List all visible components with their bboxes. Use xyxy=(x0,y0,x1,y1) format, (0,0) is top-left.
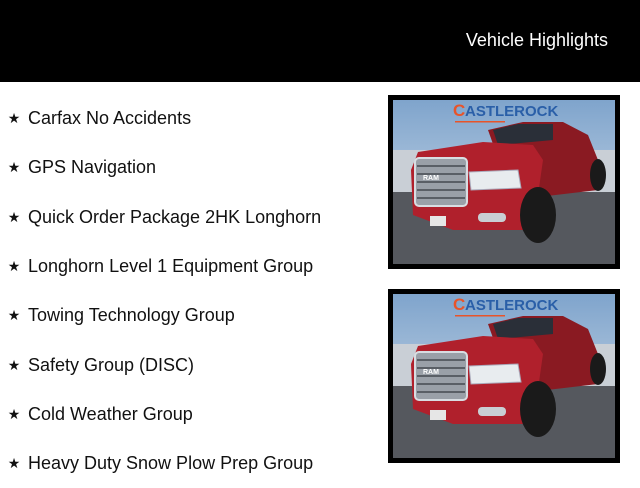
list-item: ★ Heavy Duty Snow Plow Prep Group xyxy=(0,439,321,488)
list-item: ★ Longhorn Level 1 Equipment Group xyxy=(0,242,321,291)
list-item: ★ Towing Technology Group xyxy=(0,291,321,340)
star-icon: ★ xyxy=(7,307,21,324)
highlight-label: GPS Navigation xyxy=(28,157,157,178)
star-icon: ★ xyxy=(7,455,21,472)
star-icon: ★ xyxy=(7,159,21,176)
list-item: ★ GPS Navigation xyxy=(0,143,321,192)
vehicle-photo[interactable]: C ASTLEROCK RAM xyxy=(388,95,620,269)
highlights-list: ★ Carfax No Accidents ★ GPS Navigation ★ Qu… xyxy=(0,94,321,488)
page-title: Vehicle Highlights xyxy=(465,30,608,50)
list-item: ★ Cold Weather Group xyxy=(0,390,321,439)
header-bar: Vehicle Highlights xyxy=(0,0,640,82)
list-item: ★ Carfax No Accidents xyxy=(0,94,321,143)
svg-text:ASTLEROCK: ASTLEROCK xyxy=(465,103,559,120)
highlight-label: Safety Group (DISC) xyxy=(28,354,195,375)
highlight-label: Quick Order Package 2HK Longhorn xyxy=(28,206,322,227)
star-icon: ★ xyxy=(7,405,21,422)
svg-text:C: C xyxy=(453,295,465,314)
svg-text:C: C xyxy=(453,101,465,120)
truck-image: C ASTLEROCK RAM xyxy=(393,294,615,458)
svg-text:RAM: RAM xyxy=(423,369,439,376)
svg-text:RAM: RAM xyxy=(423,175,439,182)
star-icon: ★ xyxy=(7,208,21,225)
star-icon: ★ xyxy=(7,258,21,275)
star-icon: ★ xyxy=(7,356,21,373)
highlight-label: Cold Weather Group xyxy=(28,403,193,424)
highlight-label: Carfax No Accidents xyxy=(28,108,192,129)
highlight-label: Towing Technology Group xyxy=(28,305,235,326)
highlight-label: Heavy Duty Snow Plow Prep Group xyxy=(28,453,314,474)
truck-image: C ASTLEROCK RAM xyxy=(393,100,615,264)
svg-text:ASTLEROCK: ASTLEROCK xyxy=(465,297,559,314)
list-item: ★ Quick Order Package 2HK Longhorn xyxy=(0,193,321,242)
star-icon: ★ xyxy=(7,110,21,127)
vehicle-photo[interactable]: C ASTLEROCK RAM xyxy=(388,289,620,463)
list-item: ★ Safety Group (DISC) xyxy=(0,340,321,389)
highlight-label: Longhorn Level 1 Equipment Group xyxy=(28,256,314,277)
